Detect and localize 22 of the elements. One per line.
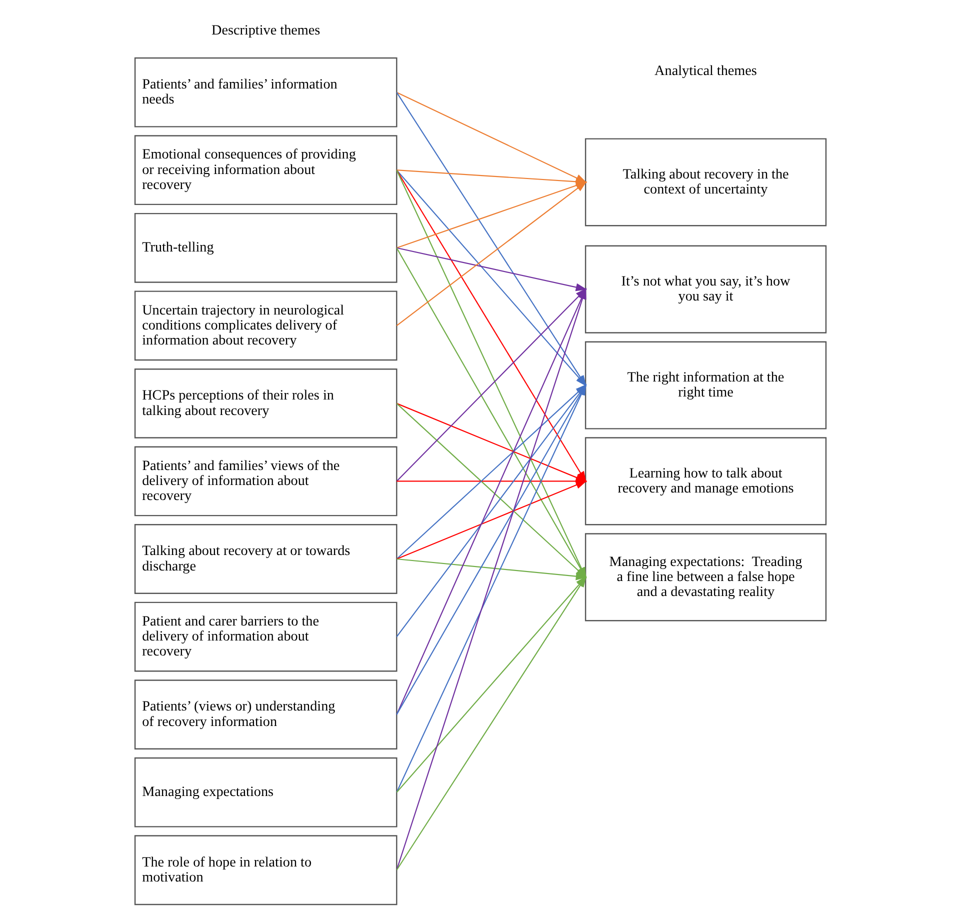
node-box: Patients’ and families’ information needs: [134, 57, 397, 128]
node-box: Managing expectations: Treading a fine line between a false hope and a devastating reality: [584, 533, 826, 622]
node-box: Patients’ and families’ views of the delivery of information about recovery: [134, 446, 397, 516]
node-box: The role of hope in relation to motivation: [134, 835, 397, 906]
arrow: [396, 247, 587, 292]
node-box: Talking about recovery in the context of uncertainty: [584, 138, 826, 226]
node-box: Uncertain trajectory in neurological conditions complicates delivery of information about recovery: [134, 290, 397, 361]
label: Analytical themes: [654, 62, 756, 79]
arrow: [396, 480, 587, 560]
arrow: [396, 576, 586, 870]
node-box: It’s not what you say, it’s how you say it: [584, 245, 826, 334]
node-box: Managing expectations: [134, 757, 397, 828]
label: Descriptive themes: [211, 22, 320, 38]
node-box: The right information at the right time: [584, 341, 826, 430]
node-box: Emotional consequences of providing or receiving information about recovery: [134, 135, 397, 206]
node-box: Learning how to talk about recovery and manage emotions: [584, 437, 826, 526]
arrow: [396, 576, 586, 793]
node-box: Truth-telling: [134, 212, 397, 283]
node-box: Patient and carer barriers to the delivery of information about recovery: [134, 602, 397, 672]
node-box: HCPs perceptions of their roles in talking about recovery: [134, 368, 397, 438]
node-box: Patients’ (views or) understanding of recovery information: [134, 680, 397, 750]
node-box: Talking about recovery at or towards discharge: [134, 524, 397, 594]
